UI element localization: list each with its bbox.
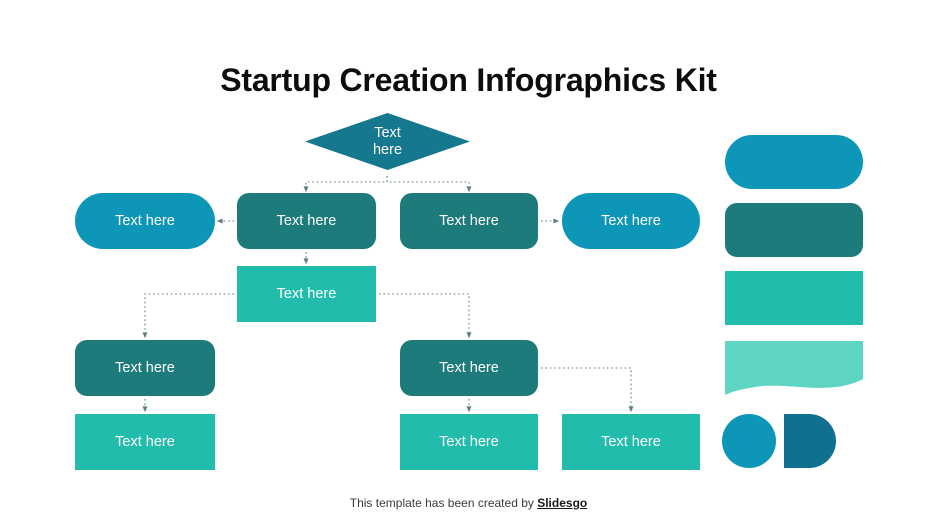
diamond-label: Text here [372, 124, 403, 158]
flow-node-r4c4[interactable]: Text here [562, 414, 700, 470]
flow-node-label: Text here [601, 212, 661, 229]
flow-node-label: Text here [439, 212, 499, 229]
flow-node-r1c2[interactable]: Text here [237, 193, 376, 249]
flow-node-r3c1[interactable]: Text here [75, 340, 215, 396]
slidesgo-link[interactable]: Slidesgo [537, 496, 588, 510]
flow-node-label: Text here [115, 212, 175, 229]
dshape-swatch[interactable] [784, 414, 836, 468]
connector-diamond-to-r1c3 [386, 176, 472, 193]
diamond-node[interactable]: Text here [305, 113, 470, 170]
rounded-swatch[interactable] [725, 203, 863, 257]
flow-node-r4c3[interactable]: Text here [400, 414, 538, 470]
connector-r2c2-to-r3c1 [142, 293, 234, 339]
page-title: Startup Creation Infographics Kit [220, 62, 717, 98]
flow-node-r1c3[interactable]: Text here [400, 193, 538, 249]
connector-r3c3-to-r4c4 [541, 367, 634, 413]
flow-node-r1c1[interactable]: Text here [75, 193, 215, 249]
footer-text: This template has been created by [349, 496, 538, 510]
diamond-icon [305, 113, 470, 170]
flow-node-r3c3[interactable]: Text here [400, 340, 538, 396]
flow-node-label: Text here [276, 212, 337, 229]
flow-node-r4c1[interactable]: Text here [75, 414, 215, 470]
flow-node-r2c2[interactable]: Text here [237, 266, 376, 322]
pill-swatch[interactable] [725, 135, 863, 189]
flow-node-label: Text here [276, 285, 337, 302]
rect-swatch[interactable] [725, 271, 863, 325]
connector-diamond-to-r1c2 [303, 176, 388, 193]
flow-node-label: Text here [439, 433, 499, 450]
connector-r2c2-to-r3c3 [379, 293, 472, 339]
flow-node-label: Text here [115, 359, 175, 376]
wave-swatch[interactable] [725, 341, 863, 395]
wave-shape-icon [725, 341, 863, 395]
footer-credit: This template has been created by Slides… [0, 496, 937, 510]
circle-swatch[interactable] [722, 414, 776, 468]
flow-node-label: Text here [601, 433, 661, 450]
flow-node-label: Text here [115, 433, 175, 450]
flow-node-r1c4[interactable]: Text here [562, 193, 700, 249]
flow-node-label: Text here [439, 359, 499, 376]
